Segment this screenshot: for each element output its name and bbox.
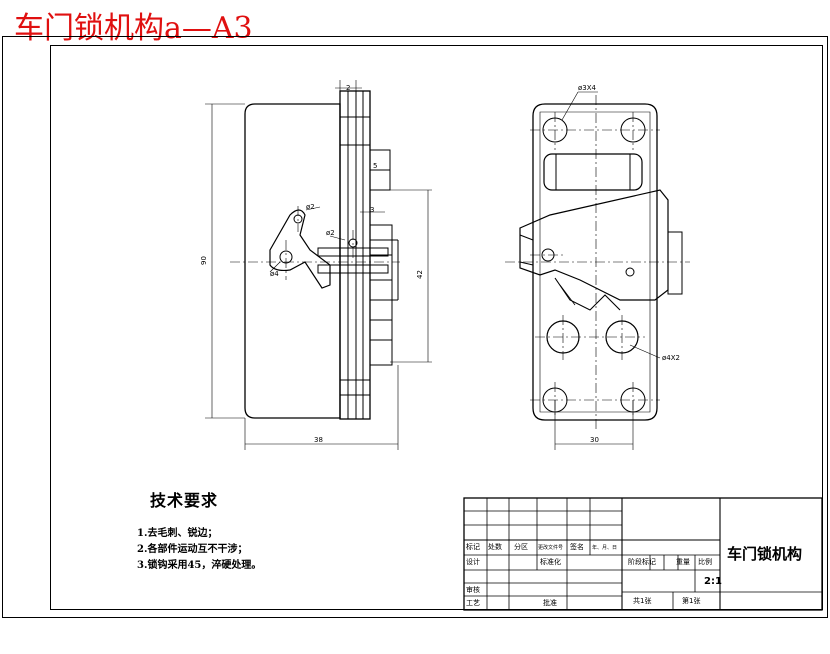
dim-42: 42 xyxy=(415,270,424,279)
inner-border xyxy=(50,45,823,610)
title-block-grid xyxy=(463,497,823,611)
dim-5: 5 xyxy=(373,162,378,170)
tb-process: 工艺 xyxy=(466,599,480,607)
front-view xyxy=(505,91,690,450)
dim-90: 90 xyxy=(199,256,208,265)
tech-requirements-list: 1.去毛刺、锐边； 2.各部件运动互不干涉； 3.锁钩采用45，淬硬处理。 xyxy=(137,526,261,574)
tech-note-2: 2.各部件运动互不干涉； xyxy=(137,544,248,555)
dim-2-top: 2 xyxy=(346,84,351,92)
tb-change-doc: 更改文件号 xyxy=(538,545,564,551)
tech-requirements-heading: 技术要求 xyxy=(150,491,219,510)
dim-phi2-b: ø2 xyxy=(326,229,335,237)
tb-design: 设计 xyxy=(466,558,480,566)
tb-mark: 标记 xyxy=(466,543,480,551)
tb-review: 审核 xyxy=(466,586,480,594)
dim-30: 30 xyxy=(590,436,599,444)
tb-weight: 重量 xyxy=(676,558,690,566)
tb-scale-value: 2:1 xyxy=(704,576,722,587)
tb-count: 处数 xyxy=(488,543,502,551)
outer-border xyxy=(2,36,828,618)
tech-note-1: 1.去毛刺、锐边； xyxy=(137,528,218,539)
dim-phi2-a: ø2 xyxy=(306,203,315,211)
tb-date: 年、月、日 xyxy=(592,545,618,551)
tb-approve: 批准 xyxy=(543,599,557,607)
tb-total-sheets: 共1张 xyxy=(633,597,652,605)
tb-standardize: 标准化 xyxy=(540,558,561,566)
tb-stage-mark: 阶段标记 xyxy=(628,558,656,566)
tech-note-3: 3.锁钩采用45，淬硬处理。 xyxy=(137,560,262,571)
dim-phi4x2: ø4X2 xyxy=(662,354,680,362)
dim-phi4: ø4 xyxy=(270,270,279,278)
dim-phi3x4: ø3X4 xyxy=(578,84,596,92)
sheet-title: 车门锁机构a—A3 xyxy=(14,11,253,46)
tb-ratio: 比例 xyxy=(698,558,712,566)
tb-zone: 分区 xyxy=(514,543,528,551)
tb-sign: 签名 xyxy=(570,543,584,551)
tb-part-name: 车门锁机构 xyxy=(727,545,803,563)
dim-3: 3 xyxy=(370,206,375,214)
tb-sheet-no: 第1张 xyxy=(682,597,701,605)
dim-38: 38 xyxy=(314,436,323,444)
side-view xyxy=(205,80,432,450)
